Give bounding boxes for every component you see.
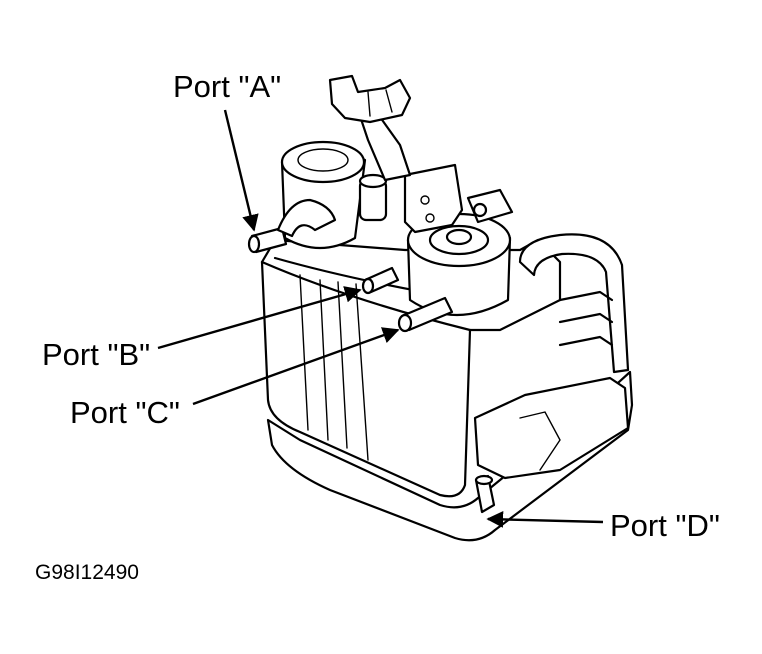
leader-port-b <box>157 286 362 350</box>
label-port-d: Port "D" <box>610 508 720 543</box>
label-port-c: Port "C" <box>70 395 180 430</box>
leader-lines <box>157 109 604 528</box>
leader-port-a <box>223 109 259 232</box>
figure-code: G98I12490 <box>35 561 139 584</box>
leader-port-c <box>192 327 400 406</box>
label-port-a: Port "A" <box>173 69 281 104</box>
canister-illustration <box>247 74 634 542</box>
label-port-b: Port "B" <box>42 337 150 372</box>
leader-port-d <box>486 510 604 528</box>
